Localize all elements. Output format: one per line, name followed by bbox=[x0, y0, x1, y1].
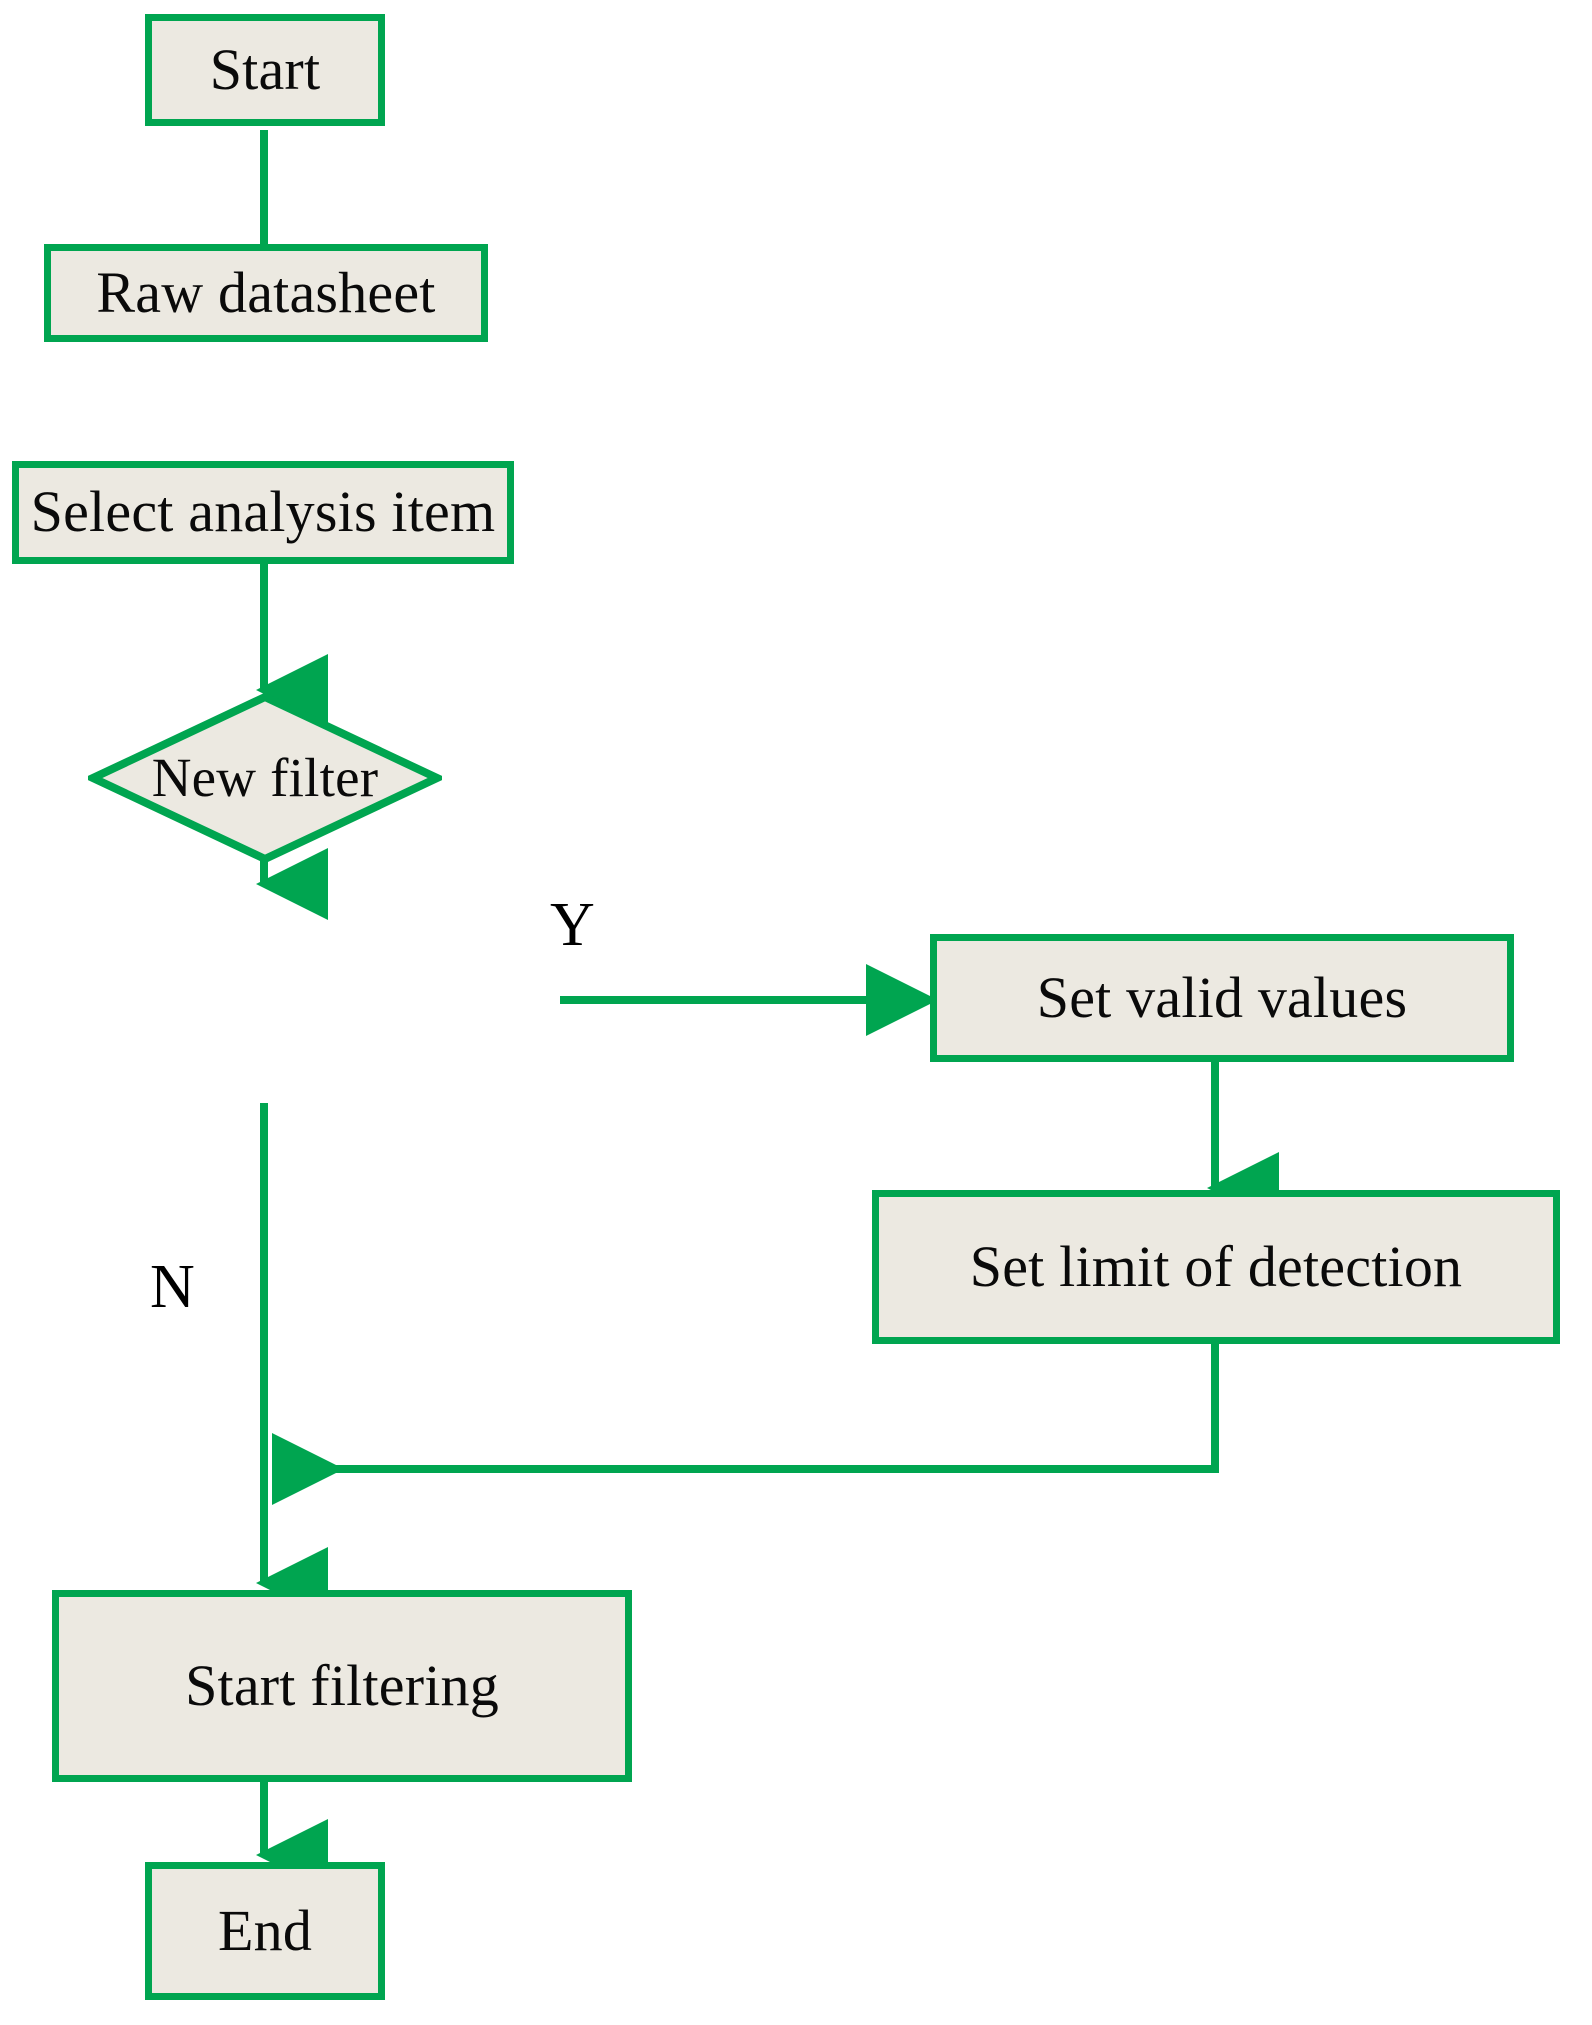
node-start[interactable]: Start bbox=[145, 14, 385, 126]
node-start-label: Start bbox=[209, 36, 321, 102]
edge-label-no: N bbox=[150, 1252, 195, 1323]
node-set-limit-of-detection-label: Set limit of detection bbox=[969, 1233, 1463, 1299]
node-start-filtering-label: Start filtering bbox=[185, 1652, 499, 1718]
node-select-analysis-item[interactable]: Select analysis item bbox=[12, 461, 514, 564]
node-set-valid-values[interactable]: Set valid values bbox=[930, 934, 1514, 1062]
node-raw-datasheet[interactable]: Raw datasheet bbox=[44, 244, 488, 342]
edge-label-no-text: N bbox=[150, 1253, 195, 1321]
node-new-filter-label: New filter bbox=[151, 747, 379, 809]
node-raw-datasheet-label: Raw datasheet bbox=[96, 259, 436, 325]
node-set-valid-values-label: Set valid values bbox=[1036, 964, 1408, 1030]
node-set-limit-of-detection[interactable]: Set limit of detection bbox=[872, 1190, 1560, 1344]
node-select-analysis-item-label: Select analysis item bbox=[30, 479, 496, 545]
edge-label-yes-text: Y bbox=[550, 891, 595, 959]
node-end-label: End bbox=[217, 1897, 313, 1963]
node-end[interactable]: End bbox=[145, 1862, 385, 2000]
node-new-filter[interactable]: New filter bbox=[88, 692, 442, 864]
edge-lod-to-filtering bbox=[272, 1344, 1219, 1505]
diamond-shape bbox=[88, 692, 442, 864]
edge-label-yes: Y bbox=[550, 890, 595, 961]
node-start-filtering[interactable]: Start filtering bbox=[52, 1590, 632, 1782]
